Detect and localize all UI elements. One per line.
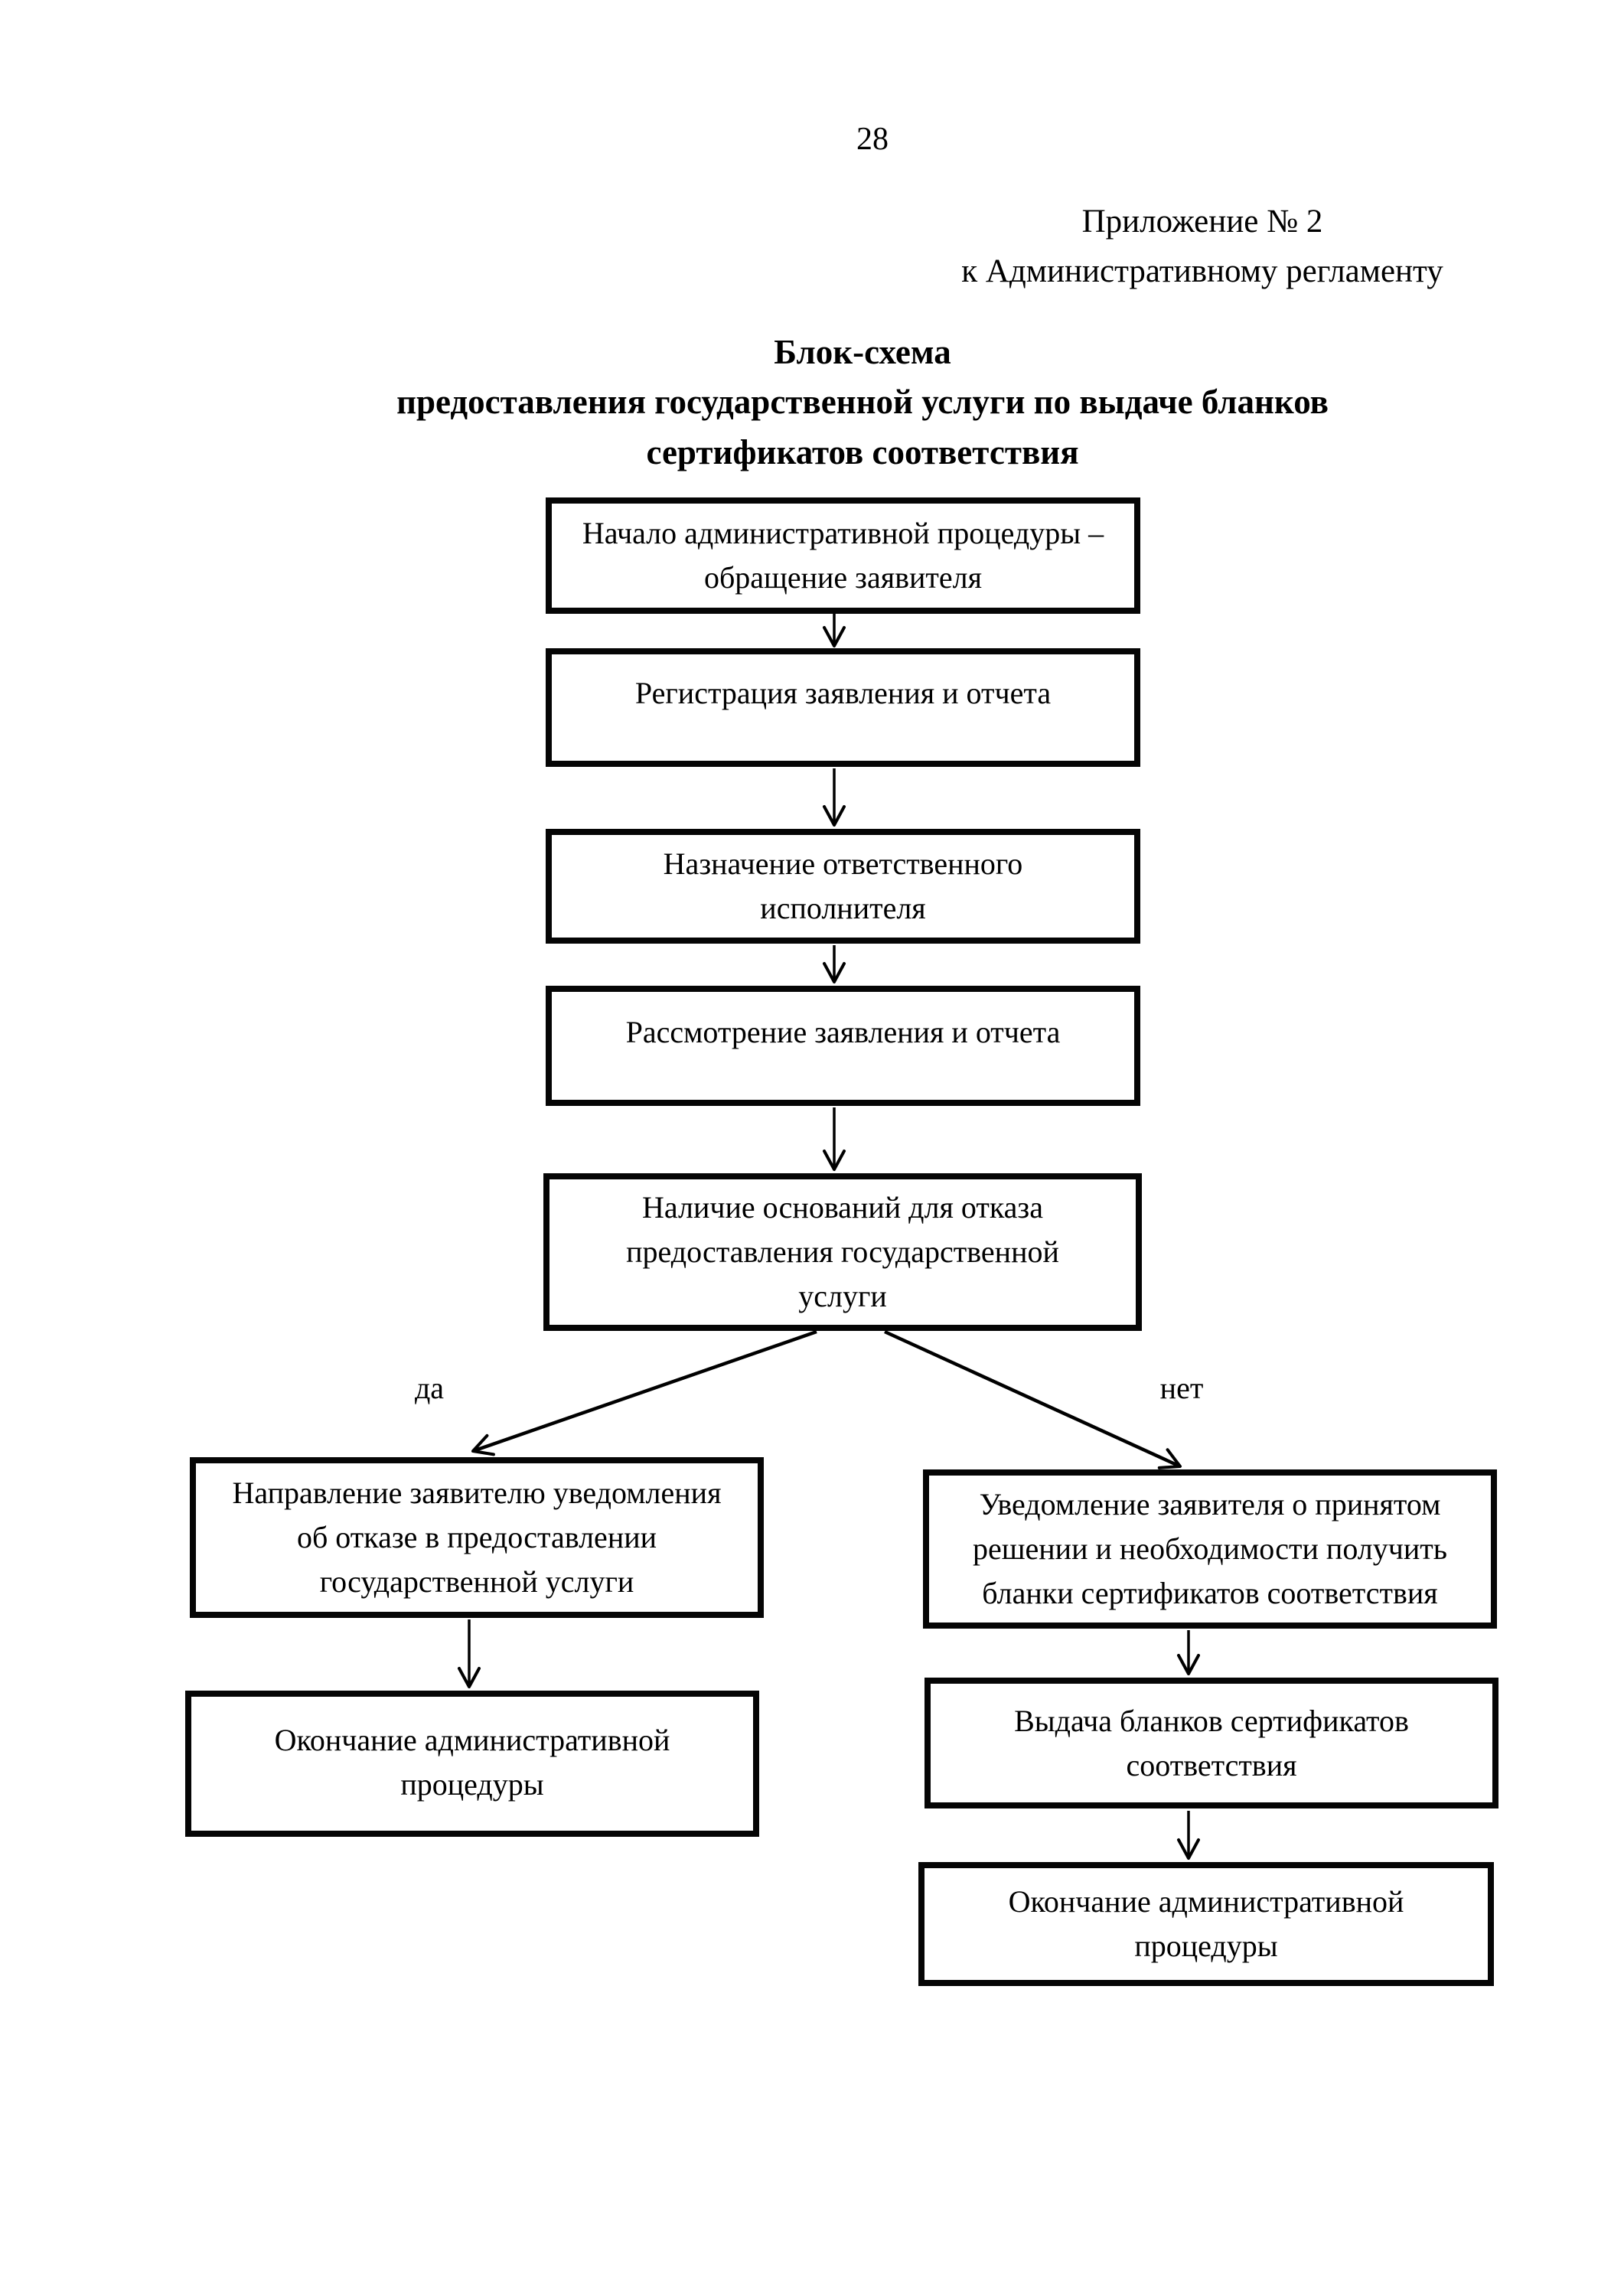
node-text-line: Назначение ответственного — [663, 846, 1023, 881]
node-text-line: услуги — [798, 1279, 887, 1313]
branch-label-no: нет — [1159, 1371, 1204, 1405]
node-text-line: Направление заявителю уведомления — [232, 1476, 722, 1510]
flowchart-node-refusal-grounds-decision: Наличие оснований для отказа предоставле… — [543, 1173, 1142, 1331]
page-title: Блок-схема предоставления государственно… — [101, 328, 1624, 478]
node-text-line: Выдача бланков сертификатов — [1014, 1704, 1409, 1738]
flowchart-node-register: Регистрация заявления и отчета — [546, 648, 1140, 767]
node-text-line: решении и необходимости получить — [972, 1531, 1448, 1566]
flowchart-node-refusal-notice: Направление заявителю уведомления об отк… — [190, 1457, 764, 1618]
node-text-line: процедуры — [400, 1767, 544, 1802]
flowchart-node-approval-notice: Уведомление заявителя о принятом решении… — [923, 1469, 1497, 1629]
flowchart-node-review: Рассмотрение заявления и отчета — [546, 986, 1140, 1106]
node-text-line: об отказе в предоставлении — [296, 1520, 657, 1554]
node-text-line: Окончание административной — [274, 1723, 670, 1757]
flowchart-node-issue-blanks: Выдача бланков сертификатов соответствия — [925, 1678, 1498, 1808]
appendix-line-2: к Административному регламенту — [961, 253, 1443, 289]
node-text-line: Регистрация заявления и отчета — [634, 676, 1052, 710]
node-text-line: Окончание административной — [1008, 1884, 1404, 1919]
flowchart-node-start: Начало административной процедуры – обра… — [546, 497, 1140, 614]
title-line-2: предоставления государственной услуги по… — [396, 383, 1329, 422]
node-text-line: Рассмотрение заявления и отчета — [625, 1015, 1061, 1049]
appendix-line-1: Приложение № 2 — [1081, 204, 1323, 240]
page-number: 28 — [856, 122, 889, 157]
appendix-reference: Приложение № 2 к Административному регла… — [911, 197, 1494, 296]
arrow-grounds-yes-diagonal — [471, 1329, 817, 1456]
title-line-1: Блок-схема — [774, 333, 951, 371]
node-text-line: Наличие оснований для отказа — [642, 1190, 1043, 1225]
node-text-line: процедуры — [1134, 1929, 1278, 1963]
node-text-line: предоставления государственной — [626, 1234, 1059, 1269]
flowchart-node-end-procedure-right: Окончание административной процедуры — [918, 1862, 1494, 1986]
node-text-line: соответствия — [1126, 1748, 1297, 1782]
title-line-3: сертификатов соответствия — [646, 432, 1079, 471]
branch-label-yes: да — [414, 1371, 445, 1405]
node-text-line: исполнителя — [760, 891, 926, 925]
flowchart-node-assign-executor: Назначение ответственного исполнителя — [546, 829, 1140, 944]
node-text-line: обращение заявителя — [703, 560, 983, 595]
node-text-line: бланки сертификатов соответствия — [982, 1576, 1438, 1610]
node-text-line: государственной услуги — [319, 1564, 634, 1599]
flowchart-node-end-procedure-left: Окончание административной процедуры — [185, 1691, 759, 1837]
node-text-line: Уведомление заявителя о принятом — [979, 1487, 1441, 1521]
node-text-line: Начало административной процедуры – — [582, 516, 1104, 550]
